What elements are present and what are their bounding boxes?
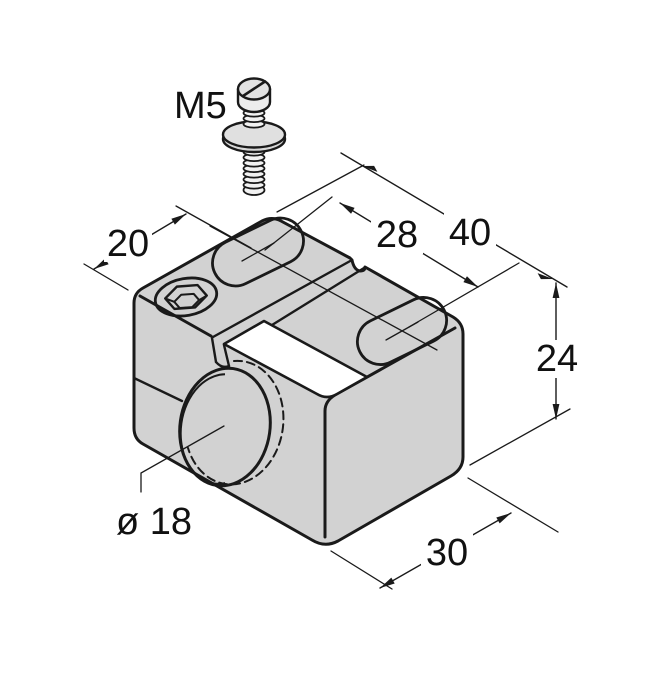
dim-label-40: 40 <box>449 212 491 254</box>
slit-wall-left <box>210 336 218 364</box>
top-slot-left <box>211 216 305 288</box>
ext-20-lower <box>83 263 129 291</box>
screw-head <box>236 77 272 114</box>
top-slot-right <box>356 296 448 366</box>
dim-label-28: 28 <box>376 214 418 256</box>
ext-30-upper <box>467 477 559 533</box>
kerf-line-left <box>211 258 354 339</box>
slit-bottom-arc <box>214 360 231 369</box>
screw-washer <box>221 120 287 154</box>
dim-label-24: 24 <box>536 338 578 380</box>
arrowhead-40-left <box>362 165 378 172</box>
dimension-arrowhead <box>552 283 560 298</box>
dim-label-bore: ø 18 <box>116 501 192 543</box>
front-split-line <box>132 376 184 403</box>
dim-label-thread: M5 <box>174 85 227 127</box>
screw-head-slot <box>241 80 267 98</box>
bore-front-edge <box>178 366 272 488</box>
m5-screw <box>221 77 287 196</box>
dimension-arrowhead <box>496 513 511 524</box>
dimension-arrowhead <box>340 203 355 214</box>
label-plate <box>222 319 369 399</box>
ext-30-lower <box>330 550 393 590</box>
dim-label-30: 30 <box>426 532 468 574</box>
arrowhead-40-right <box>537 273 553 280</box>
dimension-arrowhead <box>552 404 560 419</box>
ext-40-left <box>276 164 365 213</box>
bore-hidden-dashed <box>187 359 285 486</box>
dimension-arrowhead <box>380 577 395 588</box>
leader-bore <box>140 425 225 493</box>
dimension-labels: M5 20 28 40 24 30 ø 18 <box>107 85 578 574</box>
dimension-arrowhead <box>171 214 186 225</box>
ext-28-left <box>264 196 333 251</box>
ext-20-upper <box>175 205 252 249</box>
ext-24-lower <box>469 408 571 466</box>
slit-wall-right <box>222 343 231 368</box>
kerf-line-right <box>270 266 366 327</box>
ext-28-right <box>408 262 520 328</box>
screw-shaft-lower <box>242 147 266 196</box>
dimension-text-backgrounds <box>104 212 583 570</box>
clamp-block <box>132 216 465 546</box>
dim-label-20: 20 <box>107 223 149 265</box>
hex-socket <box>153 276 219 318</box>
hex-socket-wall-lines <box>164 294 208 303</box>
hex-socket-rim <box>153 276 219 318</box>
dimension-arrowhead <box>463 276 478 287</box>
slot-center-tick-left <box>241 242 275 262</box>
